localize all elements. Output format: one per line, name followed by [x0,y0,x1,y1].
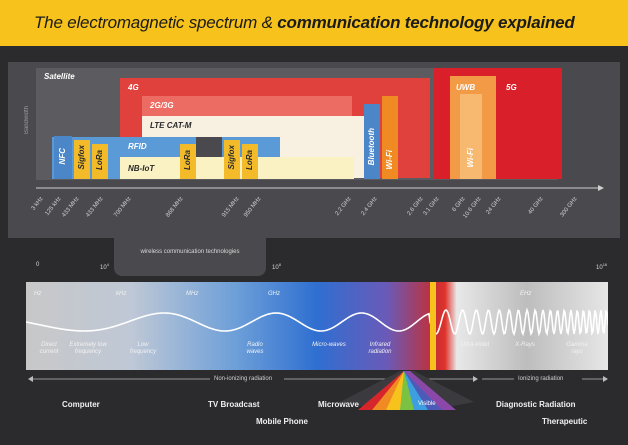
scale-2: 108 [272,262,281,271]
label-low-frequency: Low frequency [129,342,157,355]
band-mhz: MHz [186,291,199,297]
rfid-gap [196,137,222,157]
wifi-band-1 [382,96,398,179]
technology-tab [114,236,266,276]
wifi-band-2 [460,94,482,179]
band-hz: Hz [34,291,42,297]
label-infrared: Infrared radiation [368,342,392,355]
use-mobile: Mobile Phone [256,417,308,426]
lora-band-2 [180,144,196,179]
lora-band-3 [242,144,258,179]
use-computer: Computer [62,400,100,409]
uwb-label: UWB [456,83,476,92]
label-radio: Radio waves [246,342,264,355]
lora-band-1 [92,144,108,179]
sigfox-band-1 [74,140,90,179]
satellite-label: Satellite [44,72,75,81]
scale-3: 1016 [596,262,608,271]
use-therapeutic: Therapeutic [542,417,588,426]
lte-label: LTE CAT-M [150,121,192,130]
non-ionizing-label: Non-ionizing radiation [214,376,273,382]
page-title: The electromagnetic spectrum & communica… [34,13,575,32]
use-tv: TV Broadcast [208,400,260,409]
sigfox-band-2 [224,140,240,179]
band-khz: kHz [116,291,127,297]
4g-label: 4G [128,83,139,92]
nfc-band [54,136,72,179]
label-ultraviolet: Ultra-violet [460,342,490,348]
title-banner: The electromagnetic spectrum & communica… [0,0,628,46]
label-direct-current: Direct current [39,342,59,355]
use-microwave: Microwave [318,400,359,409]
tab-label: wireless communication technologies [140,249,240,255]
use-diagnostic: Diagnostic Radiation [496,400,576,409]
rfid-label: RFID [128,142,147,151]
nbiot-label: NB-IoT [128,164,155,173]
spectrum-band [26,282,608,370]
visible-label: Visible [418,401,436,407]
label-xrays: X-Rays [515,342,535,348]
scale-0: 0 [36,262,40,268]
label-extremely-low: Extremely low frequency [69,342,107,355]
ionizing-label: Ionizing radiation [518,376,564,382]
scale-1: 104 [100,262,109,271]
5g-label: 5G [506,83,517,92]
bluetooth-band [364,104,380,179]
band-ehz: EHz [520,291,532,297]
wave-line [26,282,608,370]
band-ghz: GHz [268,291,280,297]
label-gamma: Gamma rays [566,342,588,355]
2g3g-label: 2G/3G [150,101,174,110]
label-microwaves: Micro-waves [312,342,346,348]
